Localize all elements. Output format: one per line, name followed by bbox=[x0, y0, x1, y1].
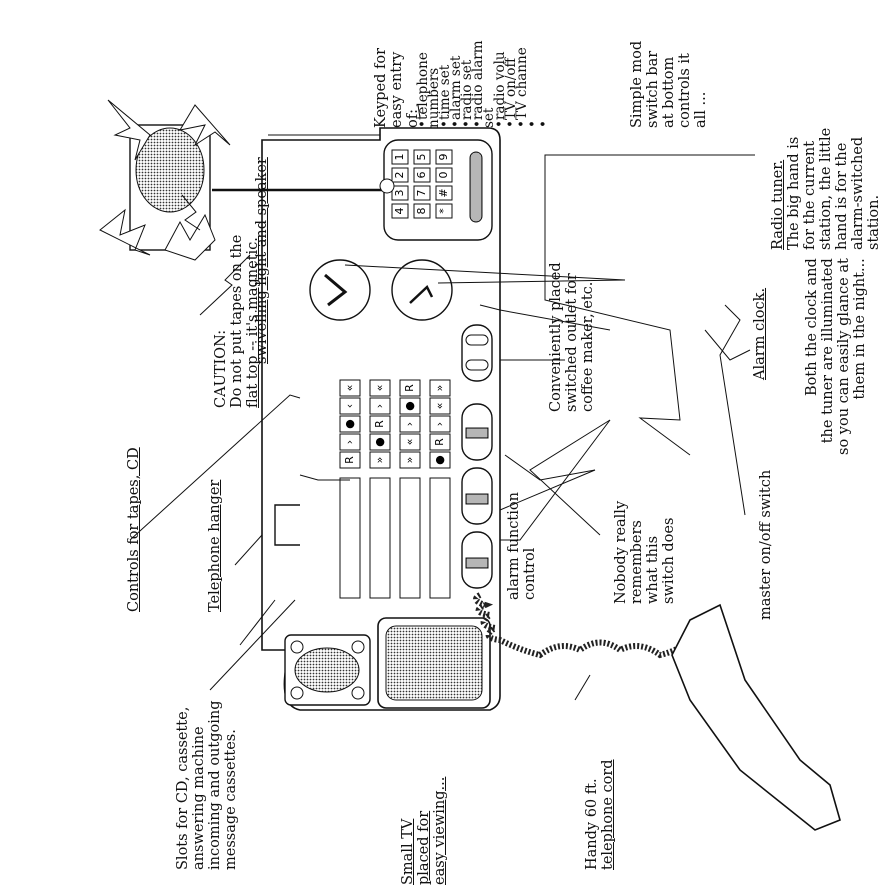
keypad-key-label: 4 bbox=[393, 208, 406, 215]
tape-control-button[interactable] bbox=[399, 397, 421, 415]
keypad-key-label: 7 bbox=[415, 190, 428, 197]
tape-control-symbol: R bbox=[373, 420, 386, 428]
keypad-key[interactable] bbox=[413, 203, 431, 219]
label-tapes: Controls for tapes, CD bbox=[126, 447, 142, 612]
switch-column bbox=[461, 403, 493, 589]
keypad-key[interactable] bbox=[413, 185, 431, 201]
tape-control-button[interactable] bbox=[369, 379, 391, 397]
tape-control-button[interactable] bbox=[399, 451, 421, 469]
keypad: 1 2 3 4 5 6 7 8 9 0 # * bbox=[391, 149, 453, 219]
tape-control-symbol: « bbox=[373, 385, 386, 392]
label-master: master on/off switch bbox=[758, 469, 774, 620]
telephone-cord bbox=[473, 592, 693, 659]
tape-control-button[interactable] bbox=[429, 433, 451, 451]
tape-control-button[interactable] bbox=[399, 379, 421, 397]
keypad-key[interactable] bbox=[391, 203, 409, 219]
tape-control-button[interactable] bbox=[399, 415, 421, 433]
keypad-key-label: 5 bbox=[415, 154, 428, 161]
tape-control-button[interactable] bbox=[429, 451, 451, 469]
tape-control-symbol: « bbox=[403, 439, 416, 446]
tape-control-button[interactable] bbox=[369, 397, 391, 415]
keypad-key[interactable] bbox=[391, 149, 409, 165]
tape-control-button[interactable] bbox=[369, 415, 391, 433]
tape-control-symbol: › bbox=[403, 422, 416, 426]
tape-control-button[interactable] bbox=[339, 379, 361, 397]
tape-control-symbol: « bbox=[343, 385, 356, 392]
tape-control-button[interactable] bbox=[339, 433, 361, 451]
label-keypad-list: •telephone numbers•time set•alarm set•ra… bbox=[415, 40, 552, 128]
tape-control-button[interactable] bbox=[339, 415, 361, 433]
keypad-key[interactable] bbox=[435, 149, 453, 165]
label-cord: Handy 60 ft.telephone cord bbox=[584, 759, 616, 870]
tape-control-button[interactable] bbox=[429, 415, 451, 433]
tape-control-symbol: › bbox=[373, 404, 386, 408]
label-hanger: Telephone hanger bbox=[207, 479, 223, 612]
tape-control-symbol: ● bbox=[403, 401, 416, 411]
label-alarm-clock: Alarm clock. bbox=[752, 287, 768, 380]
tape-control-symbol: ● bbox=[343, 419, 356, 429]
telephone-hanger bbox=[274, 504, 300, 546]
keypad-key[interactable] bbox=[391, 185, 409, 201]
keypad-key[interactable] bbox=[435, 203, 453, 219]
tape-control-symbol: » bbox=[373, 457, 386, 464]
tape-control-symbol: » bbox=[403, 457, 416, 464]
keypad-key-label: # bbox=[437, 188, 450, 197]
tape-control-symbol: R bbox=[403, 384, 416, 392]
tape-control-button[interactable] bbox=[369, 433, 391, 451]
tape-control-symbol: « bbox=[433, 403, 446, 410]
tape-control-button[interactable] bbox=[429, 379, 451, 397]
tape-control-symbol: R bbox=[343, 456, 356, 464]
telephone-handset bbox=[671, 603, 841, 831]
keypad-key-label: 3 bbox=[393, 190, 406, 197]
tape-controls: « ‹ ● › R « › R ● » R ● › « » » « › R ● bbox=[339, 379, 451, 469]
keypad-key[interactable] bbox=[413, 149, 431, 165]
tape-control-symbol: ● bbox=[433, 455, 446, 465]
tape-control-symbol: ● bbox=[373, 437, 386, 447]
label-slots: Slots for CD, cassette,answering machine… bbox=[175, 700, 239, 870]
keypad-key[interactable] bbox=[435, 167, 453, 183]
keypad-key[interactable] bbox=[391, 167, 409, 183]
keypad-key-label: 1 bbox=[393, 154, 406, 161]
speaker-lamp bbox=[99, 99, 231, 261]
keypad-key-label: * bbox=[437, 208, 450, 214]
tape-control-symbol: ‹ bbox=[343, 404, 356, 408]
tape-control-button[interactable] bbox=[429, 397, 451, 415]
keypad-key-label: 6 bbox=[415, 172, 428, 179]
tape-control-button[interactable] bbox=[339, 397, 361, 415]
keypad-key[interactable] bbox=[413, 167, 431, 183]
tape-control-symbol: › bbox=[433, 422, 446, 426]
alarm-clock bbox=[309, 259, 371, 321]
tape-control-button[interactable] bbox=[339, 451, 361, 469]
keypad-key[interactable] bbox=[435, 185, 453, 201]
mode-switch-bar bbox=[469, 151, 483, 223]
tape-control-symbol: » bbox=[433, 385, 446, 392]
keypad-key-label: 0 bbox=[437, 172, 450, 179]
tape-control-symbol: › bbox=[343, 440, 356, 444]
tape-control-button[interactable] bbox=[399, 433, 421, 451]
keypad-key-label: 8 bbox=[415, 208, 428, 215]
keypad-key-label: 2 bbox=[393, 172, 406, 179]
tape-control-button[interactable] bbox=[369, 451, 391, 469]
keypad-key-label: 9 bbox=[437, 154, 450, 161]
outlet bbox=[461, 324, 493, 382]
tape-control-symbol: R bbox=[433, 438, 446, 446]
slots bbox=[339, 477, 451, 599]
